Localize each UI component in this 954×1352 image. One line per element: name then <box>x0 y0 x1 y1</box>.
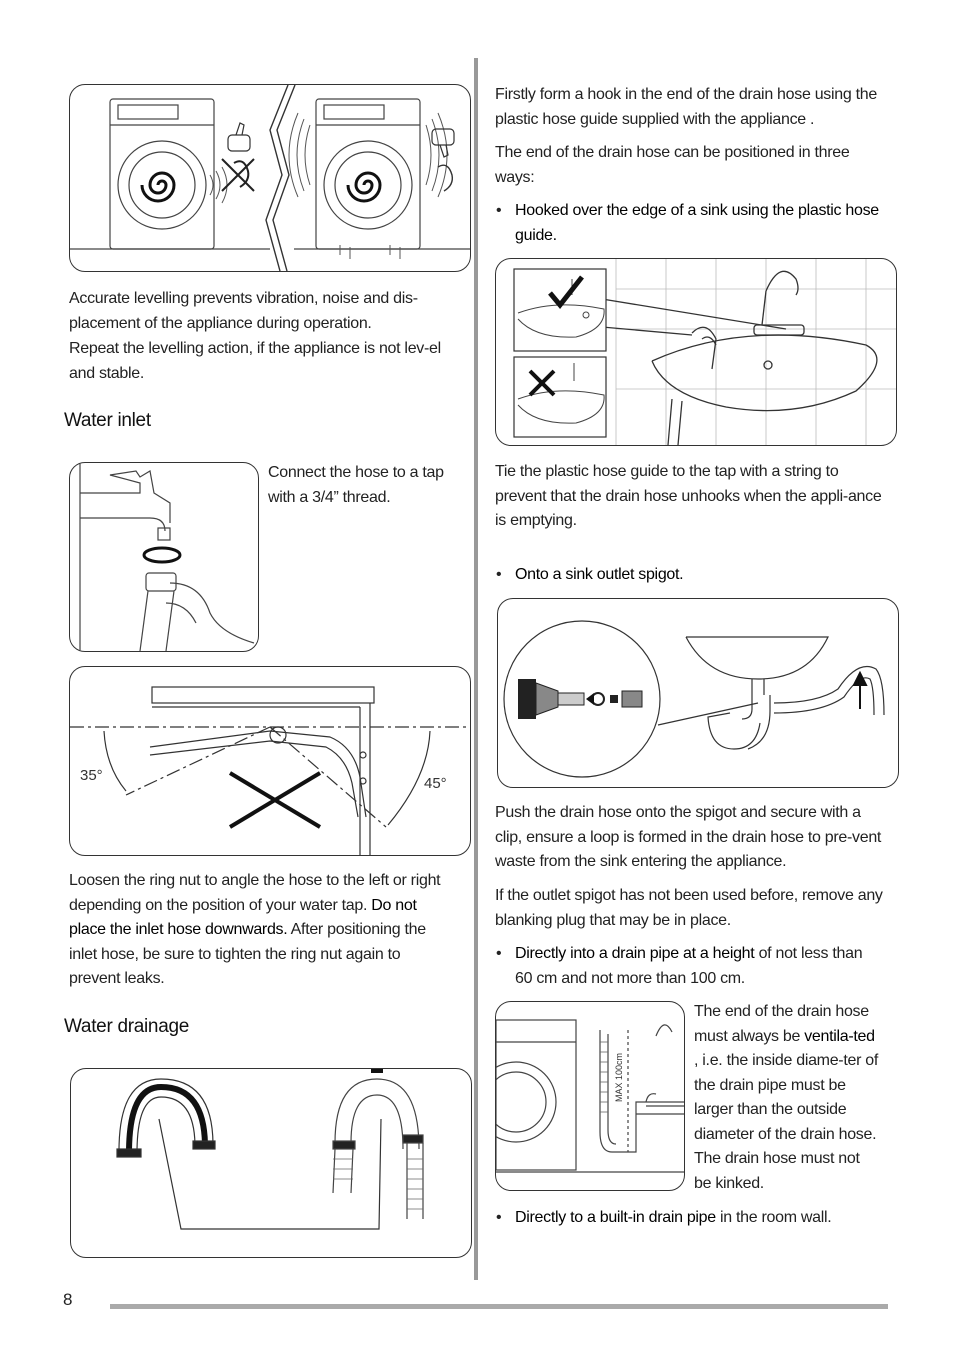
sink-spigot-illustration <box>497 598 899 788</box>
tie-hose-guide-text: Tie the plastic hose guide to the tap wi… <box>495 463 882 529</box>
water-drainage-heading: Water drainage <box>64 1016 189 1037</box>
ventilated-text-b: , i.e. the inside diame-ter of the drain… <box>694 1052 878 1192</box>
page-number: 8 <box>63 1290 73 1309</box>
loosen-ring-nut-text: Loosen the ring nut to angle the hose to… <box>69 869 453 992</box>
rotate-arrow-icon <box>142 546 182 564</box>
bullet-drain-pipe: • Directly into a drain pipe at a height… <box>496 942 883 991</box>
bullet-dot: • <box>496 1209 502 1226</box>
levelling-illustration <box>69 84 471 272</box>
bullet-dot: • <box>496 566 502 583</box>
levelling-text: Accurate levelling prevents vibration, n… <box>69 290 418 332</box>
angle-left-label: 35° <box>80 767 103 784</box>
bullet-sink-edge: • Hooked over the edge of a sink using t… <box>496 199 883 248</box>
washing-machine-level <box>70 98 270 250</box>
bullet-dot: • <box>496 202 502 219</box>
outlet-spigot-text: If the outlet spigot has not been used b… <box>495 887 883 929</box>
tap-connection-illustration <box>69 462 259 652</box>
bullet-sink-edge-text: Hooked over the edge of a sink using the… <box>515 202 879 244</box>
bullet-built-in-pipe-rest: in the room wall. <box>720 1209 832 1226</box>
bullet-sink-spigot: • Onto a sink outlet spigot. <box>496 563 883 588</box>
column-divider <box>474 58 478 1280</box>
thumbs-down-icon <box>431 128 455 158</box>
drain-pipe-illustration: MAX 100cm <box>495 1001 685 1191</box>
check-mark-icon <box>548 275 584 309</box>
footer-bar <box>110 1304 888 1309</box>
bullet-built-in-pipe: • Directly to a built-in drain pipe in t… <box>496 1206 883 1231</box>
loosen-text-warning: Do not place the inlet hose downwards. <box>69 896 417 939</box>
ventilated-text-bold: ventila-ted <box>804 1027 875 1045</box>
hook-text: Firstly form a hook in the end of the dr… <box>495 86 877 128</box>
bullet-drain-pipe-rest: of not less than 60 cm and not more than… <box>515 945 863 987</box>
inlet-angle-illustration: 35° 45° <box>69 666 471 856</box>
arrow-up-icon <box>852 670 868 709</box>
hose-guide-illustration <box>70 1068 472 1258</box>
sink-edge-illustration <box>495 258 897 446</box>
ventilated-text-a: The end of the drain hose must always be <box>694 1003 869 1045</box>
loosen-text-b: After positioning the inlet hose, be sur… <box>69 921 426 987</box>
water-inlet-heading: Water inlet <box>64 410 151 431</box>
loosen-text-a: Loosen the ring nut to angle the hose to… <box>69 872 441 914</box>
washing-machine-unlevel <box>294 98 470 250</box>
bullet-sink-spigot-text: Onto a sink outlet spigot. <box>515 566 684 583</box>
max-height-label: MAX 100cm <box>614 1052 624 1102</box>
bullet-dot: • <box>496 945 502 962</box>
cross-mark-icon <box>528 369 556 397</box>
angle-right-label: 45° <box>424 775 447 792</box>
arrow-left-icon <box>586 693 594 705</box>
bullet-drain-pipe-bold: Directly into a drain pipe at a height <box>515 945 755 962</box>
ear-icon <box>437 164 454 192</box>
levelling-repeat-text: Repeat the levelling action, if the appl… <box>69 340 441 382</box>
three-ways-text: The end of the drain hose can be positio… <box>495 144 850 186</box>
push-drain-hose-text: Push the drain hose onto the spigot and … <box>495 804 882 870</box>
connect-hose-text: Connect the hose to a tap with a 3/4” th… <box>268 464 444 506</box>
ventilated-text: The end of the drain hose must always be… <box>694 1000 880 1196</box>
crossed-ear-icon <box>221 158 255 192</box>
drain-hose-coil <box>600 1041 608 1113</box>
corrugated-hose <box>332 1069 424 1219</box>
bullet-built-in-pipe-bold: Directly to a built-in drain pipe <box>515 1209 716 1226</box>
cross-mark-icon <box>228 771 322 829</box>
thumbs-up-icon <box>227 122 251 152</box>
